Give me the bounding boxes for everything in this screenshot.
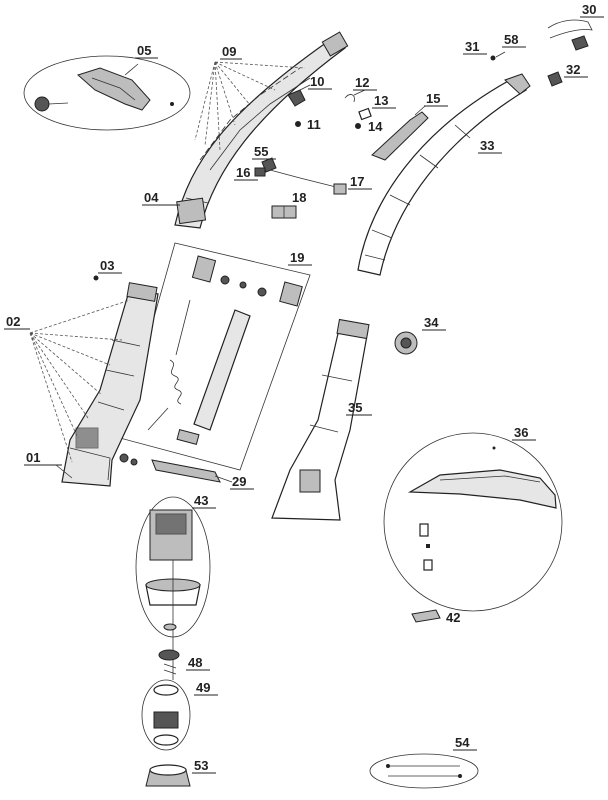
part-14 [355,123,361,129]
label-02: 02 [4,314,30,330]
label-30: 30 [580,2,604,18]
label-34: 34 [422,315,446,331]
label-10: 10 [308,74,332,90]
label-42: 42 [446,610,460,625]
label-03: 03 [98,258,122,274]
svg-text:42: 42 [446,610,460,625]
label-43: 43 [192,493,216,509]
part-16-cable [254,167,341,189]
svg-text:04: 04 [144,190,159,205]
svg-text:14: 14 [368,119,383,134]
part-32 [547,71,563,87]
svg-text:29: 29 [232,474,246,489]
part-48-spring [158,623,180,675]
label-13: 13 [372,93,396,109]
svg-text:16: 16 [236,165,250,180]
label-55: 55 [252,144,276,160]
label-49: 49 [194,680,218,696]
svg-text:17: 17 [350,174,364,189]
label-09: 09 [220,44,242,60]
svg-text:49: 49 [196,680,210,695]
svg-text:53: 53 [194,758,208,773]
svg-text:01: 01 [26,450,40,465]
part-42 [411,609,441,623]
svg-text:43: 43 [194,493,208,508]
label-31: 31 [463,39,487,55]
part-03 [93,275,99,281]
svg-text:30: 30 [582,2,596,17]
label-04: 04 [142,190,180,206]
label-53: 53 [192,758,216,774]
svg-text:33: 33 [480,138,494,153]
svg-text:36: 36 [514,425,528,440]
part-02-screws [29,299,131,463]
part-01-housing-half [61,282,159,487]
svg-text:48: 48 [188,655,202,670]
part-49-spool-group [141,679,191,751]
part-11 [295,121,301,127]
part-36-guard-group [383,432,563,612]
label-48: 48 [186,655,210,671]
part-35-housing-half [271,318,370,521]
label-36: 36 [512,425,536,441]
part-34-gear [394,331,418,355]
part-17 [333,183,347,195]
label-12: 12 [353,75,377,91]
label-19: 19 [288,250,312,266]
part-15 [371,105,429,161]
part-33-handle-cover [357,73,531,276]
part-12 [344,89,366,103]
label-05: 05 [135,43,158,59]
label-15: 15 [424,91,448,107]
label-32: 32 [564,62,588,78]
svg-text:02: 02 [6,314,20,329]
svg-text:55: 55 [254,144,268,159]
svg-text:15: 15 [426,91,440,106]
part-19-assembly-box [119,242,311,471]
part-30-power-cord [547,19,593,51]
part-13 [358,107,372,121]
svg-text:34: 34 [424,315,439,330]
part-10 [287,84,311,107]
svg-text:09: 09 [222,44,236,59]
label-29: 29 [230,474,254,490]
svg-text:35: 35 [348,400,362,415]
svg-text:03: 03 [100,258,114,273]
label-11: 11 [307,117,321,132]
label-33: 33 [478,138,502,154]
svg-text:31: 31 [465,39,479,54]
svg-text:10: 10 [310,74,324,89]
svg-text:05: 05 [137,43,151,58]
label-54: 54 [453,735,477,751]
svg-text:58: 58 [504,32,518,47]
svg-text:32: 32 [566,62,580,77]
part-04-upper-handle [174,31,349,229]
part-18 [271,205,297,219]
label-18: 18 [292,190,306,205]
label-14: 14 [368,119,383,134]
part-29-pin [151,459,233,483]
label-17: 17 [348,174,372,190]
svg-text:54: 54 [455,735,470,750]
part-53-cap [145,764,191,787]
label-58: 58 [502,32,526,48]
label-35: 35 [346,400,372,416]
part-05-group [23,55,191,131]
svg-text:11: 11 [307,117,321,132]
svg-text:13: 13 [374,93,388,108]
part-54-group [369,753,479,789]
label-16: 16 [234,165,258,181]
svg-text:19: 19 [290,250,304,265]
part-31-58-screw [490,51,506,61]
label-01: 01 [24,450,73,479]
svg-text:12: 12 [355,75,369,90]
part-09-screws [194,61,306,151]
part-43-motor-group [135,496,211,680]
svg-text:18: 18 [292,190,306,205]
